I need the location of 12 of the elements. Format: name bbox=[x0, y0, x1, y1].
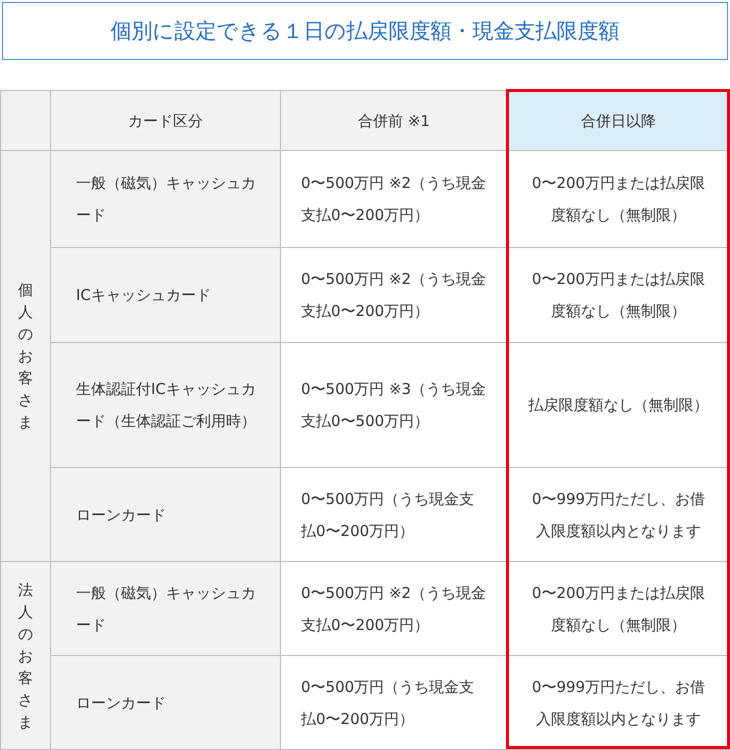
header-cell: 合併日以降 bbox=[507, 90, 730, 151]
table-cell: 生体認証付ICキャッシュカード（生体認証ご利用時） bbox=[50, 342, 281, 468]
header-cell: 合併前 ※1 bbox=[280, 90, 508, 151]
row-header-cell: 個人のお客さま bbox=[0, 150, 51, 562]
table-cell: ローンカード bbox=[50, 655, 281, 750]
table-cell: 一般（磁気）キャッシュカード bbox=[50, 150, 281, 248]
table-cell: ICキャッシュカード bbox=[50, 247, 281, 343]
title-box: 個別に設定できる１日の払戻限度額・現金支払限度額 bbox=[2, 2, 728, 60]
row-header-cell: 法人のお客さま bbox=[0, 561, 51, 750]
table-cell: ローンカード bbox=[50, 467, 281, 562]
header-cell: カード区分 bbox=[50, 90, 281, 151]
table-cell: 一般（磁気）キャッシュカード bbox=[50, 561, 281, 656]
